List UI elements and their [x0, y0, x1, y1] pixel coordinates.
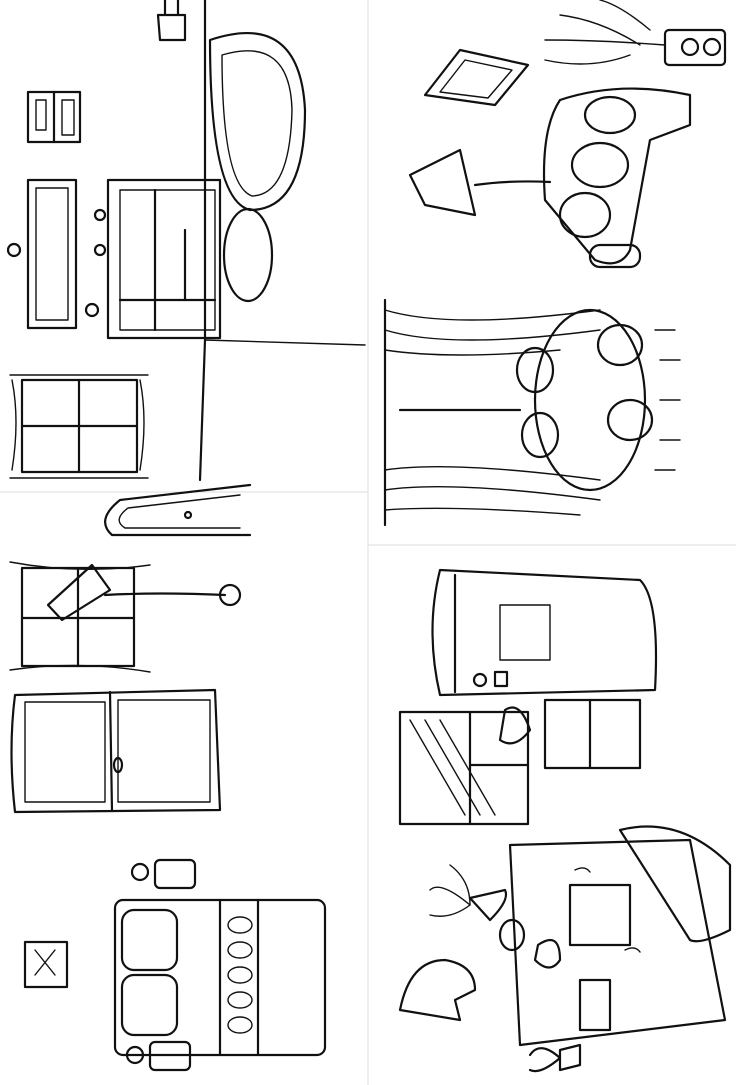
small-plant-icon: [528, 1043, 582, 1073]
refrigerator-icon: [431, 568, 658, 697]
curtain-window-icon: [383, 298, 601, 527]
bedroom-scene: [9, 561, 327, 1072]
plant-icon: [429, 864, 508, 922]
wall-corner-line: [198, 0, 207, 482]
floor-lamp-icon: [408, 148, 552, 217]
window-icon: [9, 561, 151, 673]
cabinet-icon: [398, 698, 642, 826]
floor-line: [204, 339, 366, 346]
chair-icon: [398, 958, 477, 1022]
floor-lamp-icon: [46, 563, 242, 622]
nightstand-lamp-icon: [125, 1040, 192, 1072]
kitchen-scene: [398, 568, 732, 1073]
mirror-icon: [26, 178, 78, 330]
door-icon: [104, 483, 252, 537]
mug-icon: [498, 918, 526, 952]
wall-picture-icon: [423, 48, 530, 107]
nightstand-lamp-icon: [130, 858, 197, 890]
bed-icon: [113, 898, 327, 1057]
armchair-icon: [542, 87, 692, 269]
picture-frame-icon: [23, 940, 69, 989]
bathtub-icon: [208, 32, 307, 212]
dining-table-icon: [515, 308, 681, 492]
wardrobe-icon: [10, 688, 222, 814]
living-room-scene: [383, 0, 727, 527]
plant-icon: [544, 0, 727, 67]
light-switch-icon: [6, 242, 22, 258]
potted-plant-icon: [498, 706, 532, 745]
bathroom-scene: [6, 0, 366, 537]
faucet-icon: [156, 0, 187, 42]
sink-cabinet-icon: [84, 178, 222, 340]
window-icon: [9, 374, 149, 479]
teapot-icon: [533, 938, 562, 969]
wall-cabinet-icon: [26, 90, 82, 144]
stove-counter-icon: [508, 825, 732, 1047]
bath-mat-icon: [222, 207, 274, 303]
